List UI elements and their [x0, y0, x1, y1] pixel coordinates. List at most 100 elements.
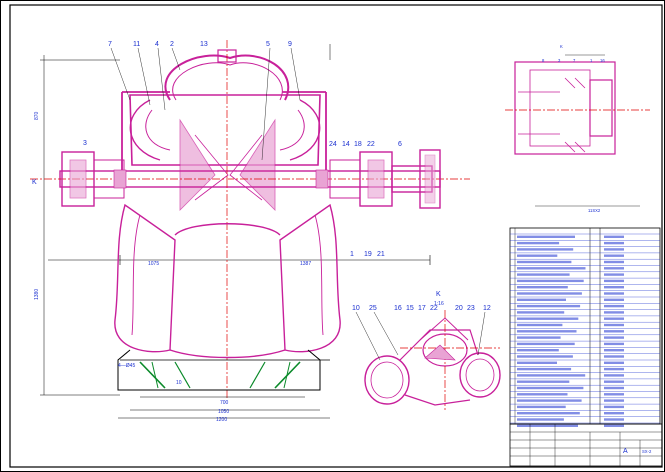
parts-list-material-line: [604, 273, 624, 276]
dim-1387: 1387: [300, 261, 311, 267]
parts-list-material-line: [604, 304, 624, 308]
dim-1200: 1200: [216, 417, 227, 423]
parts-list-text-line: [517, 355, 573, 358]
parts-list-text-line: [517, 374, 586, 377]
parts-list-text-line: [517, 393, 568, 396]
side-balloon-22: 22: [430, 305, 438, 312]
parts-list-text-line: [517, 311, 565, 314]
parts-list-table: 11SX2: [509, 205, 661, 427]
side-view-label-k: K: [436, 291, 441, 298]
section-mark-k: K: [32, 179, 37, 186]
balloon-7: 7: [108, 41, 112, 48]
sheet-inner-border: [9, 4, 663, 468]
parts-list-text-line: [517, 330, 577, 333]
parts-list-text-line: [517, 361, 557, 364]
parts-list-rows: [510, 233, 660, 427]
side-balloon-12: 12: [483, 305, 491, 312]
side-balloon-15: 15: [406, 305, 414, 312]
parts-list-text-line: [517, 267, 586, 270]
main-view-balloons: 7 11 4 2 13 5 9 3 24 14 18 22 6 1 19 21 …: [32, 41, 402, 423]
side-balloon-25: 25: [369, 305, 377, 312]
side-balloon-10: 10: [352, 305, 360, 312]
parts-list-material-line: [604, 260, 624, 264]
parts-list-material-line: [604, 254, 624, 257]
dim-foot-holes: 4—Ø45: [118, 363, 135, 369]
parts-list-text-line: [517, 424, 578, 427]
parts-list-material-line: [604, 298, 624, 301]
svg-text:7: 7: [573, 58, 576, 63]
side-balloon-23: 23: [467, 305, 475, 312]
balloon-11: 11: [133, 41, 140, 48]
parts-list-text-line: [517, 386, 584, 390]
parts-list-text-line: [517, 286, 568, 289]
title-block: A SX-2: [509, 423, 663, 467]
parts-list-text-line: [517, 292, 582, 295]
parts-list-text-line: [517, 273, 570, 276]
parts-list-text-line: [517, 241, 560, 245]
title-sheet-size: A: [623, 448, 628, 455]
parts-list-text-line: [517, 323, 563, 327]
balloon-6: 6: [398, 141, 402, 148]
balloon-22: 22: [367, 141, 375, 148]
parts-list-text-line: [517, 342, 575, 346]
side-balloon-17: 17: [418, 305, 426, 312]
parts-list-text-line: [517, 260, 572, 264]
parts-list-text-line: [517, 248, 574, 251]
parts-list-material-line: [604, 267, 624, 270]
parts-list-material-line: [604, 399, 624, 402]
parts-list-text-line: [517, 412, 580, 415]
side-view-pump: K 1:16 10 25 16 15 17 22 20 23 12: [352, 291, 501, 410]
balloon-2: 2: [170, 41, 174, 48]
parts-list-text-line: [517, 380, 570, 383]
parts-list-material-line: [604, 380, 624, 383]
balloon-21: 21: [377, 251, 385, 258]
parts-list-material-line: [604, 330, 624, 333]
parts-list-text-line: [517, 336, 561, 339]
side-view-scale: 1:16: [434, 301, 444, 307]
dim-1050: 1050: [218, 409, 229, 415]
parts-list-material-line: [604, 361, 624, 364]
parts-list-material-line: [604, 279, 624, 283]
parts-list-text-line: [517, 405, 566, 409]
balloon-4: 4: [155, 41, 159, 48]
parts-list-material-line: [604, 393, 624, 396]
parts-list-material-line: [604, 248, 624, 251]
svg-text:16: 16: [600, 58, 605, 63]
dim-700: 700: [220, 400, 229, 406]
balloon-13: 13: [200, 41, 208, 48]
balloon-3: 3: [83, 140, 87, 147]
parts-list-material-line: [604, 418, 624, 421]
detail-view-bearing: K 8 3 7 1 16: [505, 44, 650, 155]
svg-text:1: 1: [590, 58, 593, 63]
parts-list-material-line: [604, 386, 624, 390]
balloon-5: 5: [266, 41, 270, 48]
parts-list-text-line: [517, 418, 564, 421]
parts-list-text-line: [517, 304, 581, 308]
svg-text:870: 870: [34, 111, 40, 120]
balloon-18: 18: [354, 141, 362, 148]
parts-list-material-line: [604, 342, 624, 346]
parts-list-material-line: [604, 336, 624, 339]
parts-list-text-line: [517, 367, 572, 371]
parts-list-material-line: [604, 367, 624, 371]
parts-list-material-line: [604, 323, 624, 327]
main-pump-view: 870 1380: [30, 40, 470, 419]
parts-list-text-line: [517, 399, 582, 402]
parts-list-material-line: [604, 349, 624, 352]
parts-list-material-line: [604, 235, 624, 238]
balloon-1: 1: [350, 251, 354, 258]
parts-list-material-line: [604, 311, 624, 314]
parts-list-material-line: [604, 317, 624, 320]
svg-text:K: K: [560, 44, 563, 49]
parts-list-material-line: [604, 424, 624, 427]
balloon-19: 19: [364, 251, 372, 258]
parts-list-text-line: [517, 349, 559, 352]
parts-list-text-line: [517, 235, 575, 238]
parts-list-material-line: [604, 286, 624, 289]
parts-list-material-line: [604, 355, 624, 358]
parts-list-text-line: [517, 298, 566, 301]
svg-text:8: 8: [542, 58, 545, 63]
dim-1075: 1075: [148, 261, 159, 267]
parts-list-text-line: [517, 254, 558, 257]
